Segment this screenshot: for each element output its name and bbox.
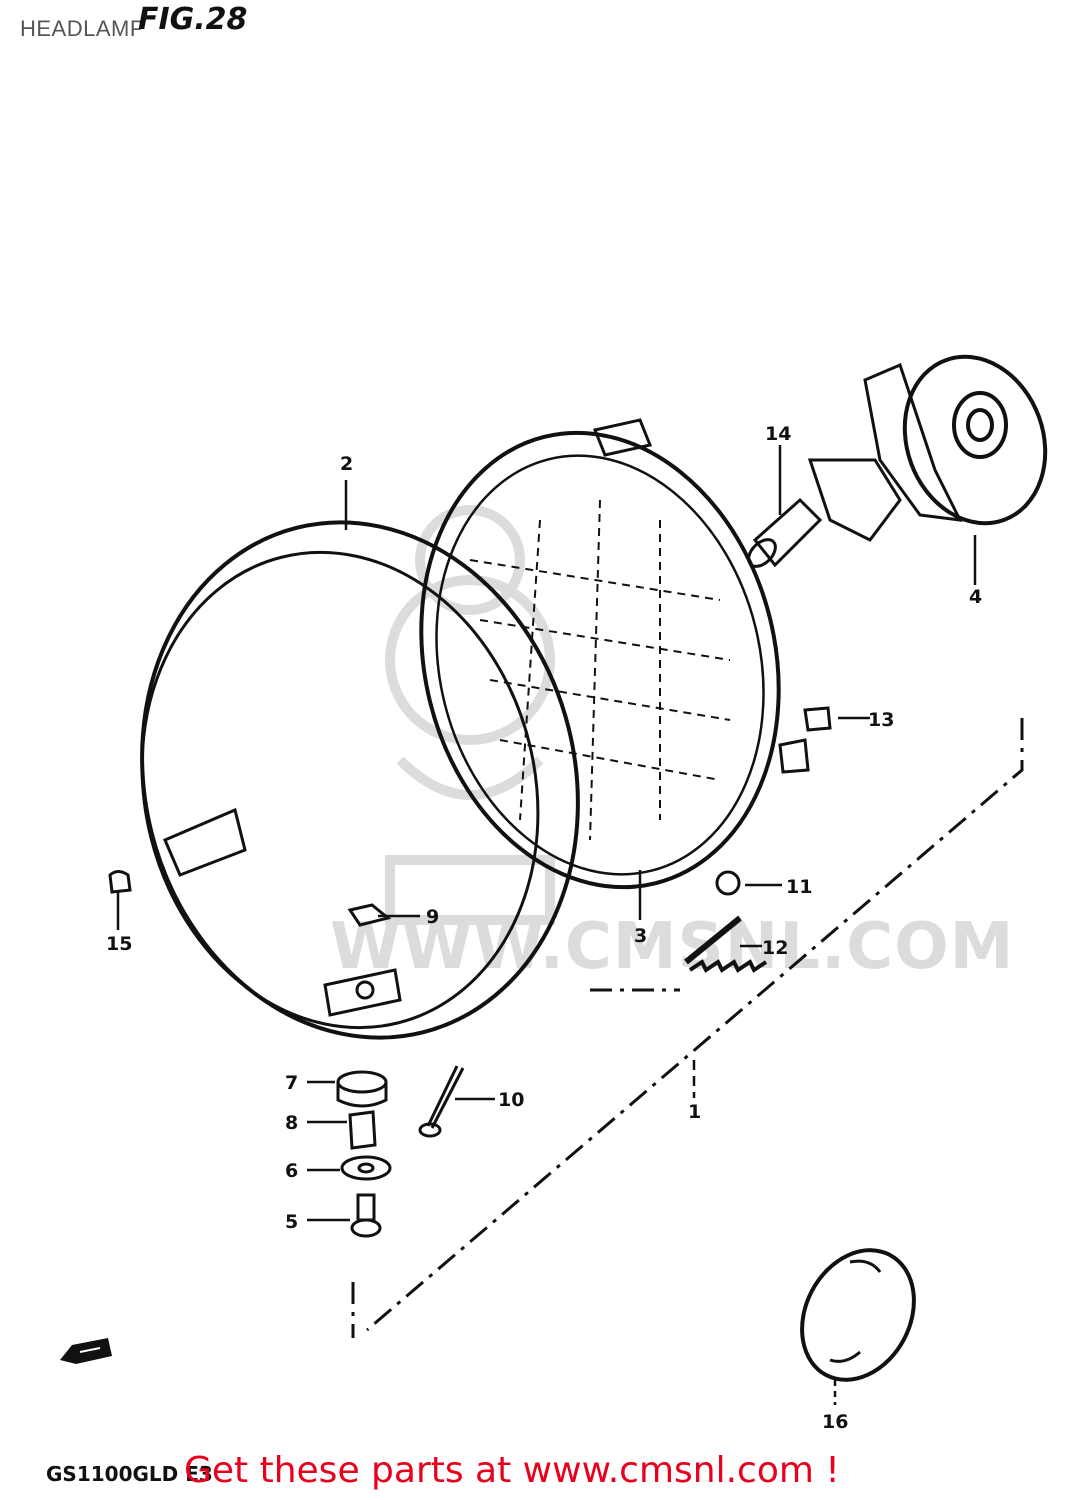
assembly-bracket-lines: [351, 718, 1024, 1338]
callout-4: 4: [969, 586, 982, 608]
callout-1: 1: [688, 1101, 701, 1123]
callout-16: 16: [822, 1411, 848, 1433]
callout-14: 14: [765, 423, 791, 445]
callout-6: 6: [285, 1160, 298, 1182]
callout-10: 10: [498, 1089, 524, 1111]
callout-5: 5: [285, 1211, 298, 1233]
headlamp-rim-lens: [419, 418, 810, 890]
headlamp-housing: [140, 520, 580, 1040]
callout-15: 15: [106, 933, 132, 955]
small-parts: [108, 706, 832, 1238]
leader-lines: [116, 445, 977, 1405]
callout-3: 3: [634, 925, 647, 947]
reflector: [800, 1248, 916, 1382]
headlamp-bulb: [747, 458, 902, 568]
callout-11: 11: [786, 876, 812, 898]
callout-8: 8: [285, 1112, 298, 1134]
callout-2: 2: [340, 453, 353, 475]
callout-7: 7: [285, 1072, 298, 1094]
callout-12: 12: [762, 937, 788, 959]
callouts: 1 2 3 4 5 6 7 8 9 10 11 12 13 14 15 16: [106, 423, 982, 1433]
callout-9: 9: [426, 906, 439, 928]
buy-parts-link[interactable]: Get these parts at www.cmsnl.com !: [184, 1450, 840, 1491]
socket-cover: [863, 354, 1048, 526]
front-direction-arrow-icon: [60, 1338, 112, 1364]
page-title: HEADLAMP: [20, 16, 146, 41]
figure-label: FIG.28: [138, 2, 248, 37]
model-code-label: GS1100GLD E3: [46, 1462, 213, 1486]
callout-13: 13: [868, 709, 894, 731]
